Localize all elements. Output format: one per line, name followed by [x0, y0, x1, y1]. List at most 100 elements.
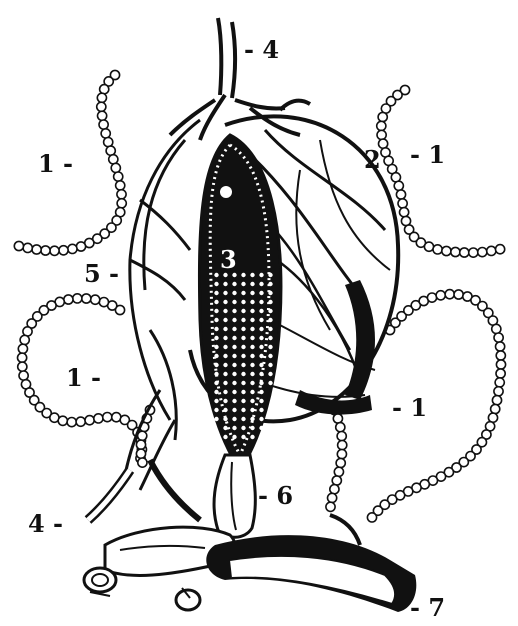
tubule-bead [496, 360, 505, 369]
body-dot [250, 426, 254, 430]
body-dot [223, 327, 227, 331]
tubule-bead [14, 241, 23, 250]
tubule-bead [138, 458, 147, 467]
body-dot [268, 345, 272, 349]
tubule-bead [76, 242, 85, 251]
tubule-bead [454, 290, 463, 299]
tubule-bead [114, 172, 123, 181]
body-dot [223, 309, 227, 313]
tubule-bead [367, 513, 376, 522]
body-dot [259, 336, 263, 340]
body-dot [259, 390, 263, 394]
tubule-bead [19, 371, 28, 380]
tubule-bead [333, 414, 342, 423]
tubule-bead [396, 190, 405, 199]
body-dot [259, 399, 263, 403]
body-dot [214, 327, 218, 331]
body-dot [223, 399, 227, 403]
tubule-bead [491, 404, 500, 413]
body-dot [259, 372, 263, 376]
label-body: 3 [220, 248, 237, 272]
body-dot [241, 327, 245, 331]
tubule-bead [442, 246, 451, 255]
tubule-bead [64, 295, 73, 304]
tubule-bead [41, 246, 50, 255]
body-dot [232, 354, 236, 358]
body-dot [250, 309, 254, 313]
body-dot [241, 372, 245, 376]
body-dot [241, 345, 245, 349]
label-vessel-bottom: 4 - [28, 512, 63, 536]
label-vessel-top: - 4 [244, 38, 279, 62]
body-dot [250, 318, 254, 322]
body-dot [223, 300, 227, 304]
body-dot [259, 426, 263, 430]
tubule-bead [332, 476, 341, 485]
label-round-sac: 2 [364, 148, 381, 172]
tubule-bead [427, 293, 436, 302]
body-dot [268, 381, 272, 385]
body-dot [232, 327, 236, 331]
body-dot [214, 291, 218, 295]
label-neck: - 6 [258, 484, 293, 508]
tubule-bead [106, 146, 115, 155]
body-dot [241, 417, 245, 421]
tubule-bead [330, 485, 339, 494]
body-dot [250, 282, 254, 286]
tubule-bead [76, 417, 85, 426]
tubule-bead [111, 163, 120, 172]
body-dot [223, 408, 227, 412]
body-dot [232, 381, 236, 385]
body-dot [232, 291, 236, 295]
tubule-bead [103, 413, 112, 422]
body-dot [214, 363, 218, 367]
tubule-bead [487, 246, 496, 255]
tubule-bead [58, 416, 67, 425]
body-dot [250, 336, 254, 340]
body-dot [214, 417, 218, 421]
body-dot [241, 273, 245, 277]
body-dot [259, 363, 263, 367]
body-dot [250, 327, 254, 331]
tubule-bead [50, 246, 59, 255]
tubule-bead [20, 335, 29, 344]
body-dot [232, 399, 236, 403]
body-dot [268, 327, 272, 331]
label-tubule-left-lower: 1 - [66, 366, 101, 390]
body-dot [232, 417, 236, 421]
body-dot [259, 408, 263, 412]
body-dot [232, 345, 236, 349]
tubule-bead [496, 342, 505, 351]
body-dot [250, 399, 254, 403]
tubule-bead [338, 441, 347, 450]
tubule-bead [496, 245, 505, 254]
body-dot [241, 291, 245, 295]
body-dot [259, 282, 263, 286]
body-dot [223, 354, 227, 358]
body-dot [214, 354, 218, 358]
body-dot [214, 336, 218, 340]
tubule-bead [436, 291, 445, 300]
tubule-bead [460, 248, 469, 257]
body-dot [223, 372, 227, 376]
body-dot [268, 309, 272, 313]
body-dot [259, 417, 263, 421]
tubule-bead [97, 93, 106, 102]
tubule-bead [337, 432, 346, 441]
body-dot [223, 345, 227, 349]
body-dot [214, 273, 218, 277]
body-dot [214, 381, 218, 385]
tubule-bead [99, 120, 108, 129]
tubule-bead [377, 130, 386, 139]
body-dot [232, 318, 236, 322]
body-dot [250, 345, 254, 349]
tubule-bead [73, 294, 82, 303]
tubule-bead [116, 181, 125, 190]
tubule-bead [336, 458, 345, 467]
tubule-bead [109, 155, 118, 164]
tubule-bead [495, 378, 504, 387]
tubule-bead [136, 440, 145, 449]
tubule-bead [97, 102, 106, 111]
body-dot [268, 291, 272, 295]
